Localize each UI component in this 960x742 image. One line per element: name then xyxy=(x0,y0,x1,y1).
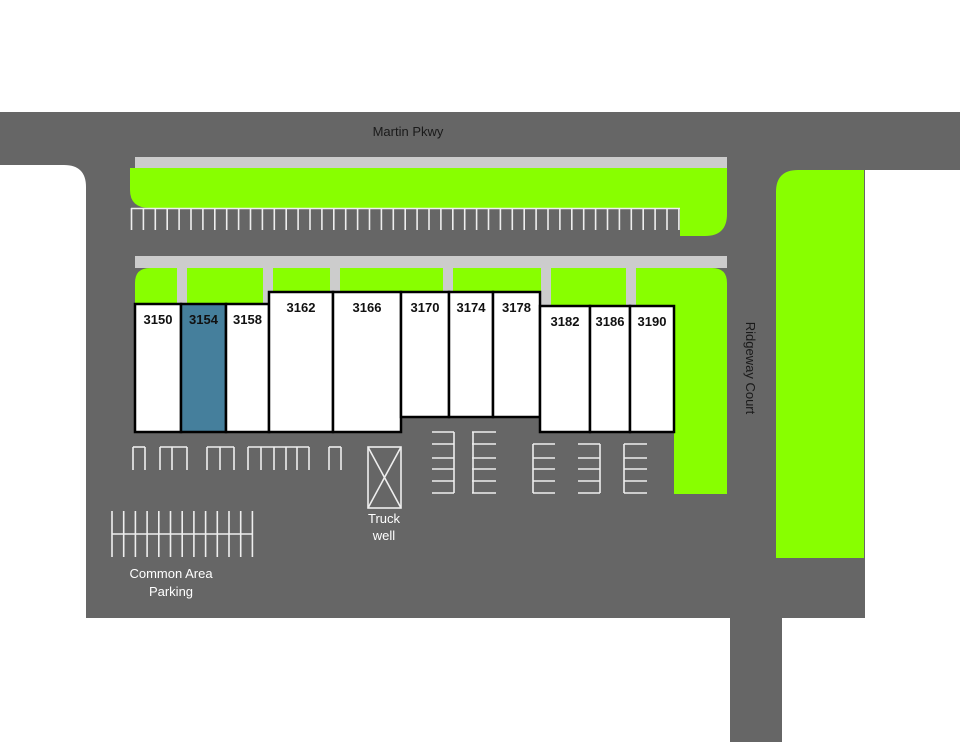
unit-3154[interactable]: 3154 xyxy=(179,302,228,434)
unit-label: 3174 xyxy=(457,300,487,315)
unit-label: 3162 xyxy=(287,300,316,315)
unit-label: 3190 xyxy=(638,314,667,329)
sidewalk-middle xyxy=(135,256,727,268)
unit-outline[interactable] xyxy=(267,290,335,434)
truck-well-label-2: well xyxy=(372,528,396,543)
unit-outline[interactable] xyxy=(447,290,495,419)
unit-outline[interactable] xyxy=(133,302,183,434)
unit-outline[interactable] xyxy=(179,302,228,434)
unit-3150[interactable]: 3150 xyxy=(133,302,183,434)
unit-label: 3170 xyxy=(411,300,440,315)
unit-outline[interactable] xyxy=(331,290,403,434)
unit-3186[interactable]: 3186 xyxy=(588,304,632,434)
parking-row-north xyxy=(130,207,680,230)
common-parking-label: Common Area xyxy=(129,566,213,581)
unit-3182[interactable]: 3182 xyxy=(538,304,592,434)
parking-stalls xyxy=(111,431,647,557)
street-label-ridgeway-court: Ridgeway Court xyxy=(743,322,758,415)
truck-well-icon xyxy=(367,446,402,509)
unit-label: 3158 xyxy=(233,312,262,327)
unit-3178[interactable]: 3178 xyxy=(491,290,542,419)
unit-label: 3166 xyxy=(353,300,382,315)
unit-outline[interactable] xyxy=(491,290,542,419)
unit-outline[interactable] xyxy=(588,304,632,434)
unit-label: 3150 xyxy=(144,312,173,327)
unit-3170[interactable]: 3170 xyxy=(399,290,451,419)
green-strip-east xyxy=(776,170,864,558)
unit-3158[interactable]: 3158 xyxy=(224,302,271,434)
sidewalk-north xyxy=(135,157,727,168)
building-units: 3150 3154 3158 3162 3166 3170 3174 3178 3182 3186… xyxy=(133,290,676,434)
unit-label: 3178 xyxy=(502,300,531,315)
unit-outline[interactable] xyxy=(628,304,676,434)
truck-well-label: Truck xyxy=(368,511,401,526)
unit-outline[interactable] xyxy=(224,302,271,434)
unit-label: 3186 xyxy=(596,314,625,329)
unit-3162[interactable]: 3162 xyxy=(267,290,335,434)
street-label-martin-pkwy: Martin Pkwy xyxy=(373,124,444,139)
common-parking-label-2: Parking xyxy=(149,584,193,599)
unit-3190[interactable]: 3190 xyxy=(628,304,676,434)
unit-3174[interactable]: 3174 xyxy=(447,290,495,419)
unit-label: 3154 xyxy=(189,312,219,327)
unit-3166[interactable]: 3166 xyxy=(331,290,403,434)
walkway-connectors xyxy=(177,268,636,306)
green-beds-front xyxy=(135,268,727,494)
green-strip-north xyxy=(130,168,727,236)
unit-label: 3182 xyxy=(551,314,580,329)
